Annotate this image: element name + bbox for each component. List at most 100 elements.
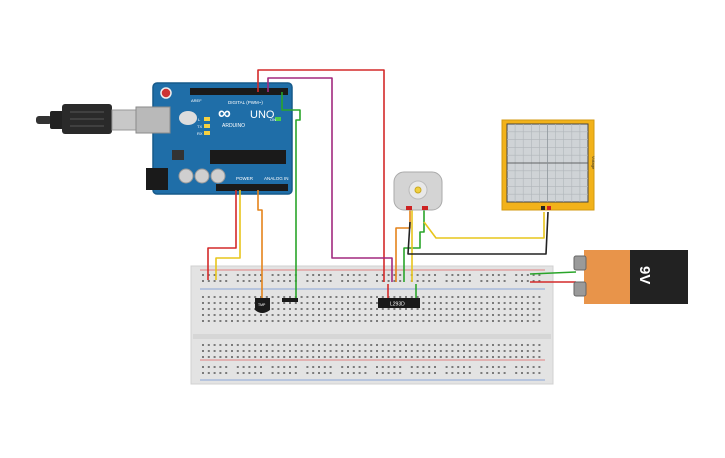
motor-terminal[interactable] <box>406 206 412 210</box>
breadboard-hole[interactable] <box>376 356 378 358</box>
breadboard-hole[interactable] <box>329 296 332 298</box>
breadboard-holes[interactable] <box>202 274 541 374</box>
breadboard-hole[interactable] <box>492 320 494 322</box>
wire-black[interactable] <box>407 211 549 255</box>
breadboard-hole[interactable] <box>294 350 297 352</box>
breadboard-hole[interactable] <box>347 296 349 298</box>
breadboard-hole[interactable] <box>486 356 489 358</box>
breadboard-hole[interactable] <box>207 320 210 322</box>
breadboard-hole[interactable] <box>480 274 483 276</box>
breadboard-hole[interactable] <box>323 350 326 352</box>
battery[interactable]: 9V <box>573 250 688 304</box>
breadboard-hole[interactable] <box>468 344 471 346</box>
breadboard-hole[interactable] <box>364 320 367 322</box>
breadboard-hole[interactable] <box>503 274 506 276</box>
breadboard-hole[interactable] <box>329 350 332 352</box>
breadboard-hole[interactable] <box>532 350 535 352</box>
breadboard-hole[interactable] <box>242 274 245 276</box>
breadboard-hole[interactable] <box>260 314 262 316</box>
breadboard-hole[interactable] <box>526 320 529 322</box>
breadboard-hole[interactable] <box>289 372 291 374</box>
breadboard-hole[interactable] <box>265 296 268 298</box>
breadboard-hole[interactable] <box>445 366 448 368</box>
breadboard-hole[interactable] <box>271 366 274 368</box>
breadboard-hole[interactable] <box>521 344 523 346</box>
breadboard-hole[interactable] <box>509 308 512 310</box>
breadboard-hole[interactable] <box>457 344 460 346</box>
breadboard-hole[interactable] <box>497 302 500 304</box>
breadboard-hole[interactable] <box>428 320 431 322</box>
breadboard-hole[interactable] <box>207 344 210 346</box>
breadboard-hole[interactable] <box>202 320 204 322</box>
breadboard-hole[interactable] <box>381 314 384 316</box>
breadboard-hole[interactable] <box>468 308 471 310</box>
temperature-sensor[interactable]: TMP <box>255 298 270 313</box>
breadboard-hole[interactable] <box>248 356 251 358</box>
breadboard-hole[interactable] <box>300 302 303 304</box>
breadboard-hole[interactable] <box>445 320 448 322</box>
breadboard-hole[interactable] <box>497 274 500 276</box>
breadboard-hole[interactable] <box>236 350 239 352</box>
breadboard-hole[interactable] <box>416 320 419 322</box>
breadboard-hole[interactable] <box>526 356 529 358</box>
breadboard-hole[interactable] <box>422 302 425 304</box>
breadboard-hole[interactable] <box>538 350 541 352</box>
breadboard-hole[interactable] <box>213 302 216 304</box>
breadboard-hole[interactable] <box>231 356 233 358</box>
breadboard-hole[interactable] <box>515 274 518 276</box>
breadboard-hole[interactable] <box>347 302 349 304</box>
breadboard-hole[interactable] <box>370 356 373 358</box>
breadboard-hole[interactable] <box>387 344 390 346</box>
breadboard-hole[interactable] <box>347 308 349 310</box>
breadboard-hole[interactable] <box>207 280 210 282</box>
breadboard-hole[interactable] <box>474 296 477 298</box>
breadboard-hole[interactable] <box>294 308 297 310</box>
breadboard-hole[interactable] <box>236 372 239 374</box>
breadboard-hole[interactable] <box>486 308 489 310</box>
breadboard-hole[interactable] <box>231 302 233 304</box>
breadboard-hole[interactable] <box>387 372 390 374</box>
breadboard-hole[interactable] <box>428 356 431 358</box>
breadboard-hole[interactable] <box>231 296 233 298</box>
breadboard-hole[interactable] <box>515 308 518 310</box>
breadboard-hole[interactable] <box>347 356 349 358</box>
breadboard-hole[interactable] <box>486 280 489 282</box>
breadboard-hole[interactable] <box>486 296 489 298</box>
breadboard-hole[interactable] <box>428 350 431 352</box>
breadboard-hole[interactable] <box>387 314 390 316</box>
breadboard-hole[interactable] <box>225 356 228 358</box>
breadboard-hole[interactable] <box>242 344 245 346</box>
breadboard-hole[interactable] <box>434 350 436 352</box>
breadboard-hole[interactable] <box>509 350 512 352</box>
breadboard-hole[interactable] <box>521 356 523 358</box>
breadboard-hole[interactable] <box>248 344 251 346</box>
breadboard-hole[interactable] <box>463 372 465 374</box>
breadboard-hole[interactable] <box>225 344 228 346</box>
breadboard-hole[interactable] <box>445 308 448 310</box>
breadboard-hole[interactable] <box>416 356 419 358</box>
breadboard-hole[interactable] <box>248 372 251 374</box>
breadboard-hole[interactable] <box>329 314 332 316</box>
breadboard-hole[interactable] <box>329 320 332 322</box>
breadboard-hole[interactable] <box>393 366 396 368</box>
breadboard-hole[interactable] <box>451 296 454 298</box>
breadboard-hole[interactable] <box>416 366 419 368</box>
breadboard-hole[interactable] <box>457 280 460 282</box>
breadboard-hole[interactable] <box>399 344 402 346</box>
breadboard-hole[interactable] <box>364 302 367 304</box>
breadboard-hole[interactable] <box>497 314 500 316</box>
breadboard-hole[interactable] <box>300 320 303 322</box>
breadboard-hole[interactable] <box>538 356 541 358</box>
breadboard-hole[interactable] <box>323 308 326 310</box>
breadboard-hole[interactable] <box>341 350 344 352</box>
breadboard-hole[interactable] <box>370 296 373 298</box>
breadboard-hole[interactable] <box>521 320 523 322</box>
breadboard-hole[interactable] <box>486 274 489 276</box>
breadboard-hole[interactable] <box>248 296 251 298</box>
breadboard-hole[interactable] <box>289 320 291 322</box>
wire-green[interactable] <box>403 208 425 282</box>
breadboard-hole[interactable] <box>503 302 506 304</box>
breadboard-hole[interactable] <box>318 356 320 358</box>
breadboard-hole[interactable] <box>515 366 518 368</box>
breadboard-hole[interactable] <box>439 356 442 358</box>
